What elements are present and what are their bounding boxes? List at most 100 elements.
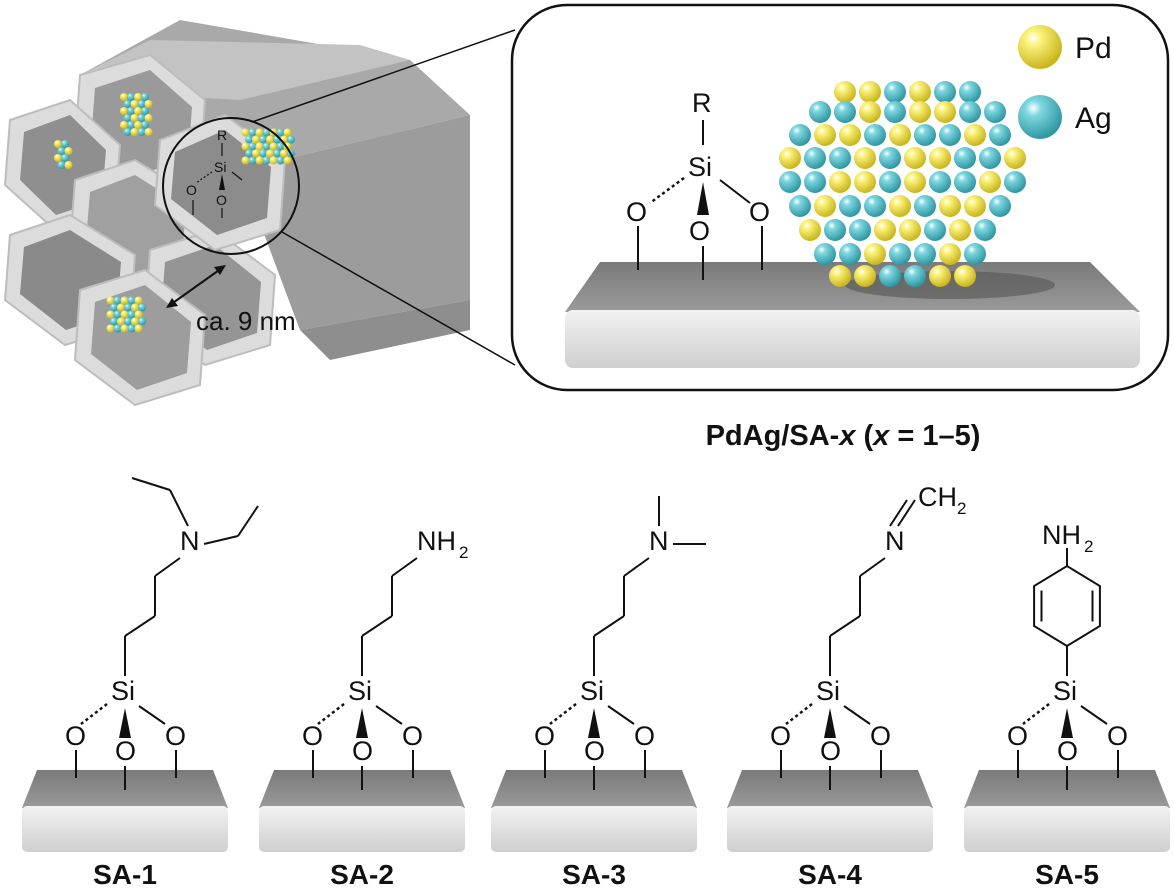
support-label: SA-5 <box>1035 859 1099 889</box>
bond <box>859 557 886 577</box>
ag-atom <box>245 149 253 158</box>
ag-atom <box>959 81 981 103</box>
ag-atom <box>113 310 122 319</box>
mini-r-label: R <box>217 127 227 143</box>
pd-atom <box>134 107 142 115</box>
ag-atom <box>914 124 936 146</box>
pd-atom <box>54 140 62 148</box>
pd-atom <box>929 147 951 169</box>
pd-atom <box>106 324 115 333</box>
pd-atom <box>814 124 836 146</box>
slab-side <box>727 806 933 852</box>
ag-atom <box>839 243 861 265</box>
pd-atom <box>839 124 861 146</box>
pd-atom <box>117 303 125 312</box>
pd-atom <box>799 219 821 241</box>
oxygen-label: O <box>626 197 647 227</box>
nitrogen-label: N <box>180 526 200 556</box>
pd-atom <box>241 142 250 151</box>
ag-atom <box>127 107 135 115</box>
pd-atom <box>859 101 881 123</box>
oxygen-label: O <box>1007 721 1028 751</box>
zoom-panel: R Si O O O Pd Ag <box>510 3 1170 392</box>
oxygen-label: O <box>1107 721 1128 751</box>
pd-atom <box>979 171 1001 193</box>
ag-atom <box>57 161 66 169</box>
bond <box>361 615 393 637</box>
ag-atom <box>276 156 285 165</box>
oxygen-label: O <box>870 721 891 751</box>
pd-atom <box>106 296 115 305</box>
ag-atom <box>789 124 811 146</box>
mini-si-label: Si <box>214 159 226 175</box>
ag-atom <box>989 195 1011 217</box>
ag-atom <box>914 243 936 265</box>
pd-atom <box>134 310 143 319</box>
ag-atom <box>137 114 146 122</box>
ag-atom <box>989 124 1011 146</box>
ag-atom <box>141 107 149 115</box>
ag-atom <box>141 121 149 129</box>
bond <box>623 557 650 577</box>
pd-atom <box>117 317 125 326</box>
subscript-2: 2 <box>957 499 966 518</box>
pd-atom <box>54 154 62 162</box>
legend-item-pd: Pd <box>1018 25 1112 69</box>
ag-atom <box>979 147 1001 169</box>
ag-atom <box>914 195 936 217</box>
bond <box>138 705 166 725</box>
wedge-bond <box>356 708 368 738</box>
pd-atom <box>255 156 264 165</box>
wedge-bond <box>1061 708 1073 738</box>
figure-title: PdAg/SA-x (x = 1–5) <box>706 420 981 452</box>
pd-atom <box>120 324 129 333</box>
ag-atom <box>924 219 946 241</box>
oxygen-label: O <box>165 721 186 751</box>
pd-atom <box>814 195 836 217</box>
pd-atom <box>280 149 288 158</box>
benzene-ring <box>1033 564 1101 648</box>
slab-side <box>22 806 228 852</box>
ag-atom <box>141 93 149 101</box>
pd-atom <box>130 100 139 108</box>
pd-atom <box>131 317 139 326</box>
pd-atom <box>130 114 139 122</box>
pd-atom <box>269 156 278 165</box>
pd-atom <box>134 324 143 333</box>
pd-atom <box>829 265 851 287</box>
ag-atom <box>262 156 271 165</box>
ag-atom <box>57 147 66 155</box>
pd-atom <box>1004 147 1026 169</box>
ag-atom <box>879 171 901 193</box>
pd-atom <box>255 128 264 137</box>
oxygen-label: O <box>534 721 555 751</box>
pd-atom <box>144 114 153 122</box>
ag-atom <box>939 124 961 146</box>
bond <box>131 477 171 491</box>
zoom-circle <box>162 117 300 255</box>
ag-atom <box>127 310 136 319</box>
ag-atom <box>259 135 267 144</box>
ag-atom <box>904 265 926 287</box>
ag-atom <box>804 147 826 169</box>
support-label: SA-2 <box>330 859 394 889</box>
ag-atom <box>127 121 135 129</box>
ag-atom <box>929 171 951 193</box>
si-label: Si <box>688 152 712 182</box>
silica-substrate <box>565 262 1140 368</box>
pd-atom <box>964 195 986 217</box>
pd-atom <box>252 135 260 144</box>
ag-atom <box>834 101 856 123</box>
pd-atom <box>131 303 139 312</box>
ag-atom <box>138 317 146 326</box>
pd-atom <box>929 265 951 287</box>
slab-side <box>964 806 1170 852</box>
pd-sphere-icon <box>1018 25 1062 69</box>
support-label: SA-3 <box>562 859 626 889</box>
oxygen-label: O <box>770 721 791 751</box>
pd-atom <box>939 195 961 217</box>
zoom-connector <box>281 231 516 366</box>
pd-atom <box>859 81 881 103</box>
